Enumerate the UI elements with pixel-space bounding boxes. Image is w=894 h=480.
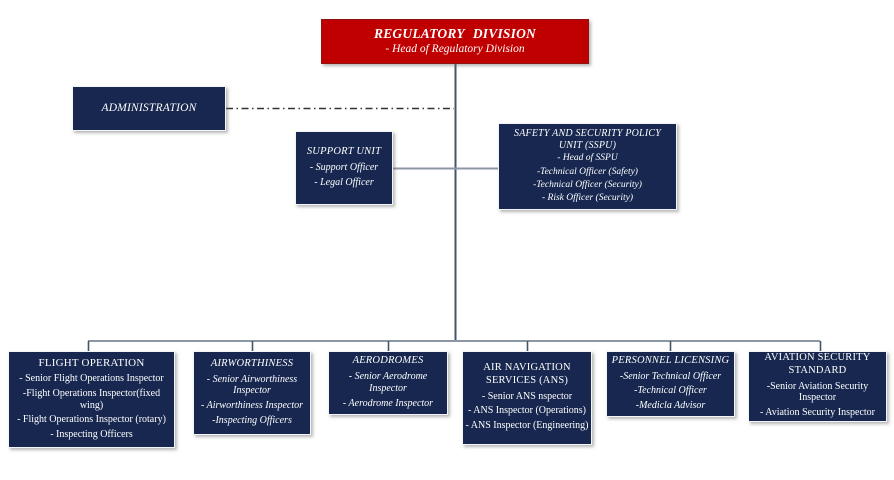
role-item: - Senior Airworthiness Inspector [206,373,298,397]
role-item: -Medicla Advisor [635,400,706,412]
box-title: PERSONNEL LICENSING [611,354,730,366]
role-item: -Technical Officer (Safety) [537,166,638,177]
role-item: - Head of SSPU [557,153,618,164]
administration-title: ADMINISTRATION [101,101,197,114]
box-title: FLIGHT OPERATION [38,356,145,369]
flight-operation-box: FLIGHT OPERATION - Senior Flight Operati… [8,351,175,448]
role-item: - Legal Officer [314,176,374,188]
box-title: AIR NAVIGATION SERVICES (ANS) [483,362,571,386]
aerodromes-box: AERODROMES - Senior Aerodrome Inspector … [328,351,448,415]
role-item: - Aviation Security Inspector [759,407,876,419]
air-navigation-services-box: AIR NAVIGATION SERVICES (ANS) - Senior A… [462,351,592,445]
role-item: - Airworthiness Inspector [200,400,304,412]
personnel-licensing-box: PERSONNEL LICENSING -Senior Technical Of… [606,351,735,417]
regulatory-division-subtitle: - Head of Regulatory Division [385,43,525,56]
role-item: - ANS Inspector (Engineering) [465,420,589,432]
regulatory-division-title: REGULATORY DIVISION [374,26,536,42]
sspu-box: SAFETY AND SECURITY POLICY UNIT (SSPU) -… [498,123,677,210]
box-title: AVIATION SECURITY STANDARD [764,352,871,376]
role-item: -Flight Operations Inspector(fixed wing) [22,387,161,411]
role-item: -Senior Aviation Security Inspector [766,380,869,404]
regulatory-division-box: REGULATORY DIVISION - Head of Regulatory… [321,19,589,64]
support-unit-title: SUPPORT UNIT [306,146,382,158]
role-item: - ANS Inspector (Operations) [467,405,587,417]
role-item: - Flight Operations Inspector (rotary) [17,414,166,426]
role-item: - Inspecting Officers [50,429,133,441]
box-title: AERODROMES [352,355,424,367]
role-item: - Support Officer [309,161,379,173]
role-item: -Inspecting Officers [212,414,292,426]
role-item: - Senior Aerodrome Inspector [348,370,428,394]
support-unit-box: SUPPORT UNIT - Support Officer - Legal O… [295,131,393,205]
role-item: - Risk Officer (Security) [541,193,633,203]
box-title: AIRWORTHINESS [210,357,294,369]
role-item: -Technical Officer [634,385,707,397]
role-item: - Senior ANS nspector [481,390,573,402]
role-item: - Senior Flight Operations Inspector [19,372,164,384]
role-item: -Senior Technical Officer [619,370,722,382]
airworthiness-box: AIRWORTHINESS - Senior Airworthiness Ins… [193,351,311,435]
administration-box: ADMINISTRATION [72,86,226,131]
role-item: - Aerodrome Inspector [342,397,434,409]
role-item: -Technical Officer (Security) [533,179,642,190]
aviation-security-standard-box: AVIATION SECURITY STANDARD -Senior Aviat… [748,351,887,422]
sspu-title: SAFETY AND SECURITY POLICY UNIT (SSPU) [514,127,661,151]
